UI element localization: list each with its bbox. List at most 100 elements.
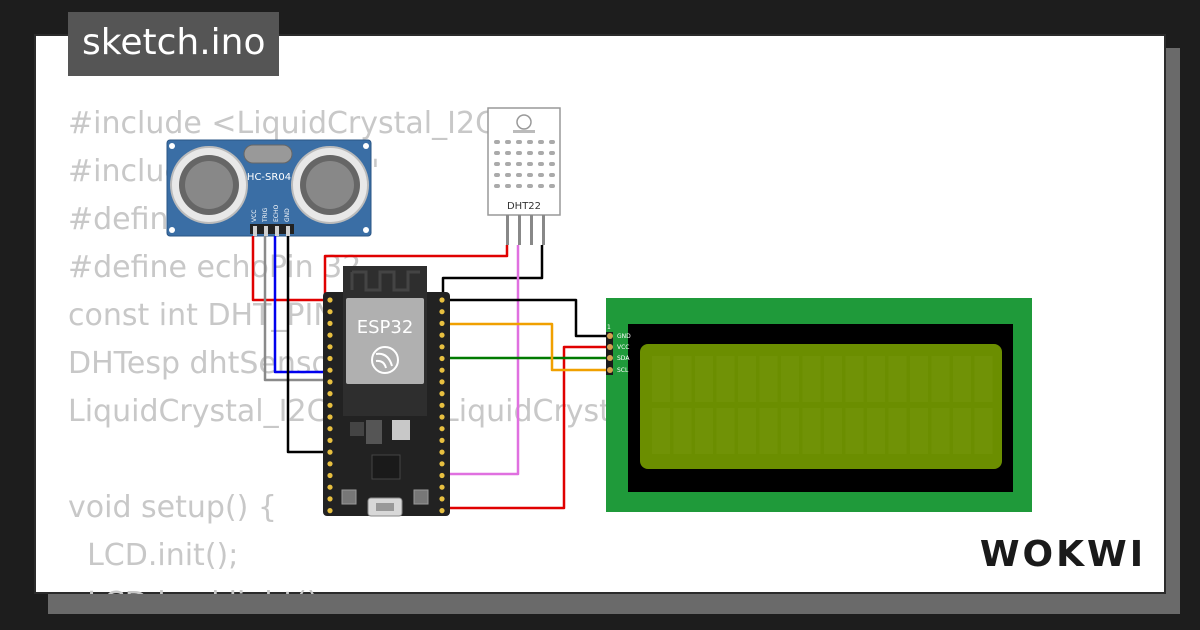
lcd-char-cell — [910, 356, 928, 402]
lcd-pin-number: 1 — [607, 324, 611, 331]
wire-lcd-gnd-black — [440, 298, 612, 338]
code-line: LCD.init(); — [68, 538, 239, 573]
dht-vent-slot — [527, 173, 533, 177]
lcd-char-cell — [759, 356, 778, 402]
esp32-pin — [327, 332, 333, 338]
esp32-pin — [439, 309, 445, 315]
wokwi-logo-text: WOKWI — [980, 534, 1146, 575]
dht-label: DHT22 — [507, 201, 541, 212]
esp32-pin — [439, 367, 445, 373]
dht22-sensor[interactable]: DHT22 — [487, 107, 561, 245]
lcd-char-cell — [974, 408, 993, 454]
esp32-pin — [439, 402, 445, 408]
lcd-char-grid — [652, 356, 993, 454]
file-title-badge[interactable]: sketch.ino — [68, 12, 280, 76]
dht-vent-slot — [538, 151, 544, 155]
dht-vent-slot — [538, 184, 544, 188]
esp32-pin — [327, 461, 333, 467]
esp32-pins-right — [439, 297, 445, 514]
dht-vent-slot — [494, 151, 500, 155]
dht-vent-slot — [505, 140, 511, 144]
code-clip-right — [1166, 34, 1180, 48]
dht-vent-grid — [494, 140, 555, 188]
ultrasonic-pin-echo: ECHO — [273, 205, 280, 222]
lcd-char-cell — [652, 356, 670, 402]
esp32-pins-left — [327, 297, 333, 514]
esp32-pin — [327, 449, 333, 455]
lcd-pin-sda: SDA — [617, 355, 630, 362]
dht-vent-slot — [516, 151, 522, 155]
lcd-char-cell — [867, 356, 885, 402]
wires — [251, 236, 612, 510]
lcd-char-cell — [759, 408, 778, 454]
code-line: void setup() { — [68, 490, 277, 525]
code-line: #define echoPin 32 — [68, 250, 362, 285]
esp32-pin — [439, 508, 445, 514]
dht-vent-slot — [549, 184, 555, 188]
lcd-char-cell — [824, 356, 842, 402]
lcd-char-cell — [716, 356, 735, 402]
lcd-char-cell — [867, 408, 885, 454]
wire-echo-gray — [263, 236, 330, 382]
dht-vent-slot — [505, 151, 511, 155]
lcd-char-cell — [673, 408, 692, 454]
dht-vent-slot — [549, 173, 555, 177]
lcd-display[interactable]: 1 GND VCC SDA SCL — [606, 298, 1032, 512]
esp32-pin — [439, 320, 445, 326]
esp32-pin — [327, 508, 333, 514]
esp32-pin — [327, 344, 333, 350]
dht-vent-slot — [549, 140, 555, 144]
lcd-char-cell — [845, 408, 864, 454]
lcd-pin-header — [606, 332, 613, 375]
lcd-char-cell — [652, 408, 670, 454]
esp32-pin — [327, 391, 333, 397]
lcd-char-cell — [781, 408, 799, 454]
dht-vent-slot — [505, 173, 511, 177]
lcd-char-cell — [673, 356, 692, 402]
esp32-pin — [327, 379, 333, 385]
esp32-pin — [439, 332, 445, 338]
esp32-pin — [439, 437, 445, 443]
dht-vent-slot — [516, 162, 522, 166]
dht-vent-slot — [527, 140, 533, 144]
code-clip-shadow — [48, 594, 1180, 614]
esp32-pin — [327, 320, 333, 326]
wokwi-logo[interactable]: WOKWI — [975, 528, 1151, 578]
dht-vent-slot — [494, 173, 500, 177]
lcd-char-cell — [974, 356, 993, 402]
lcd-char-cell — [910, 408, 928, 454]
ultrasonic-pin-trig: TRIG — [262, 207, 269, 223]
lcd-char-cell — [953, 408, 971, 454]
esp32-pin — [439, 472, 445, 479]
wire-lcd-scl-orange — [440, 322, 612, 372]
dht-vent-slot — [505, 184, 511, 188]
wire-gnd-black — [286, 236, 330, 454]
esp32-pin — [327, 367, 333, 373]
dht-vent-slot — [527, 162, 533, 166]
lcd-char-cell — [695, 356, 713, 402]
transducer-right — [291, 146, 369, 224]
lcd-char-cell — [802, 408, 821, 454]
dht-vent-slot — [527, 151, 533, 155]
lcd-char-cell — [931, 408, 950, 454]
esp32-board[interactable]: ESP32 — [323, 266, 450, 517]
wire-dht-data-pink — [440, 245, 520, 476]
esp32-pin — [327, 414, 333, 420]
ultrasonic-sensor[interactable]: HC-SR04 VCC TRIG ECHO GND — [166, 139, 372, 237]
lcd-char-cell — [845, 356, 864, 402]
lcd-pin-gnd: GND — [617, 333, 631, 340]
dht-vent-slot — [516, 173, 522, 177]
lcd-char-cell — [888, 356, 907, 402]
lcd-char-cell — [802, 356, 821, 402]
esp32-pin — [439, 379, 445, 385]
esp32-label: ESP32 — [357, 317, 414, 338]
lcd-char-cell — [931, 356, 950, 402]
lcd-char-cell — [716, 408, 735, 454]
dht-vent-slot — [494, 184, 500, 188]
dht-vent-slot — [538, 173, 544, 177]
dht-vent-slot — [549, 151, 555, 155]
esp32-pin — [439, 344, 445, 350]
wire-vcc-red — [251, 236, 509, 302]
esp32-pin — [327, 426, 333, 432]
